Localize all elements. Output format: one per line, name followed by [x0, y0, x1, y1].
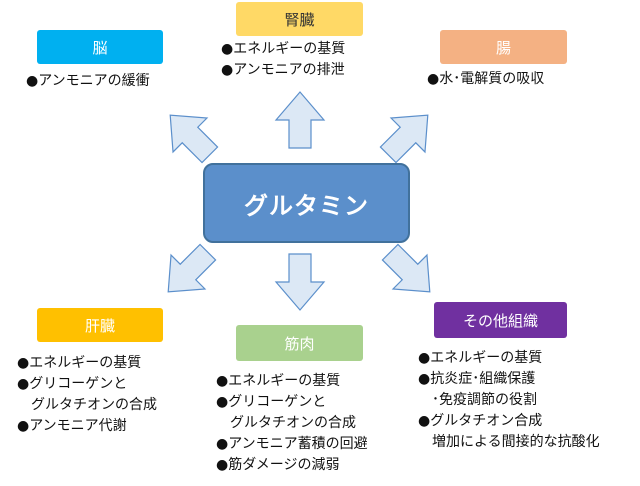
other-tissues-function-item: 増加による間接的な抗酸化 [418, 434, 600, 450]
muscle-function-item: ●アンモニア蓄積の回避 [216, 436, 368, 452]
brain-label: 脳 [37, 30, 163, 64]
intestine-function-list: ●水･電解質の吸収 [427, 69, 544, 90]
muscle-function-item: ●エネルギーの基質 [216, 373, 341, 389]
muscle-function-item: ●筋ダメージの減弱 [216, 457, 340, 473]
arrow-to-kidney [275, 91, 325, 149]
other-tissues-function-item: ●抗炎症･組織保護 [418, 371, 536, 387]
muscle-function-list: ●エネルギーの基質 ●グリコーゲンと グルタチオンの合成 ●アンモニア蓄積の回避… [216, 371, 368, 476]
kidney-function-list: ●エネルギーの基質 ●アンモニアの排泄 [221, 39, 345, 81]
kidney-function-item: ●アンモニアの排泄 [221, 62, 345, 78]
liver-function-item: ●エネルギーの基質 [17, 355, 142, 371]
other-tissues-label: その他組織 [434, 302, 567, 338]
liver-function-item: ●アンモニア代謝 [17, 418, 127, 434]
muscle-label: 筋肉 [236, 325, 363, 361]
liver-function-item: グルタチオンの合成 [17, 397, 157, 413]
other-tissues-function-item: ●エネルギーの基質 [418, 350, 543, 366]
arrow-to-other [372, 234, 448, 310]
brain-function-list: ●アンモニアの緩衝 [26, 71, 150, 92]
kidney-function-item: ●エネルギーの基質 [221, 41, 346, 57]
brain-function-item: ●アンモニアの緩衝 [26, 73, 150, 89]
other-tissues-function-item: ･免疫調節の役割 [418, 392, 537, 408]
intestine-label: 腸 [440, 30, 567, 64]
glutamine-node: グルタミン [203, 163, 410, 243]
arrow-to-liver [150, 234, 226, 310]
arrow-to-muscle [275, 253, 325, 311]
liver-label: 肝臓 [37, 308, 163, 342]
other-tissues-function-item: ●グルタチオン合成 [418, 413, 543, 429]
other-tissues-function-list: ●エネルギーの基質 ●抗炎症･組織保護 ･免疫調節の役割 ●グルタチオン合成 増… [418, 348, 600, 453]
arrow-to-brain [152, 97, 228, 173]
intestine-function-item: ●水･電解質の吸収 [427, 71, 545, 87]
arrow-to-intestine [370, 97, 446, 173]
muscle-function-item: グルタチオンの合成 [216, 415, 356, 431]
muscle-function-item: ●グリコーゲンと [216, 394, 327, 410]
liver-function-list: ●エネルギーの基質 ●グリコーゲンと グルタチオンの合成 ●アンモニア代謝 [17, 353, 157, 437]
liver-function-item: ●グリコーゲンと [17, 376, 128, 392]
kidney-label: 腎臓 [236, 2, 363, 36]
